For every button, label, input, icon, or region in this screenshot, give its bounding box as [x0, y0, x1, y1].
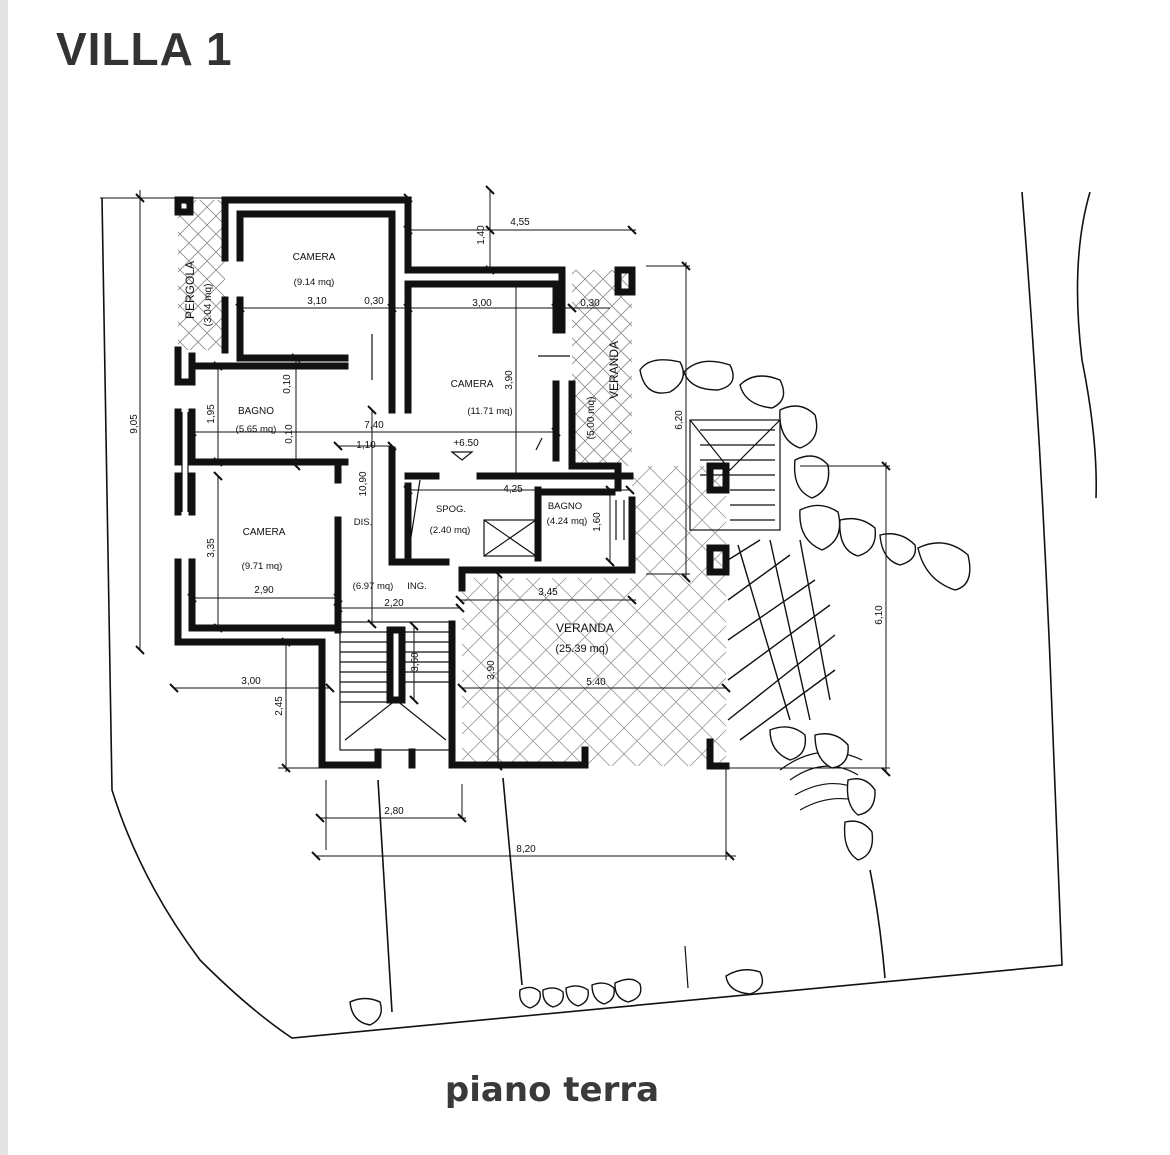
dim-label: 3,00 [241, 676, 261, 687]
room-name-veranda-main: VERANDA [556, 621, 614, 635]
hatched-areas [178, 200, 726, 766]
room-area-dis: (6.97 mq) [353, 581, 394, 592]
site-boundary [101, 191, 1098, 1039]
dimension-labels: 4,55 1,40 3,10 0,30 3,00 0,30 3,90 6,20 … [129, 217, 885, 855]
dim-label: 1,60 [592, 512, 603, 532]
dim-label: 6,10 [874, 605, 885, 625]
dim-label: 3,45 [538, 587, 558, 598]
room-area-veranda-side: (5.00 mq) [586, 397, 597, 440]
dim-label: 8,20 [516, 844, 536, 855]
dim-label: 0,30 [580, 298, 600, 309]
room-name-veranda-side: VERANDA [607, 341, 621, 399]
room-area-veranda-main: (25.39 mq) [555, 643, 608, 655]
room-name-dis: DIS. [354, 517, 372, 528]
room-area-camera-mid: (11.71 mq) [467, 406, 512, 417]
veranda-side-hatch [572, 270, 632, 466]
dim-label: 3,90 [486, 660, 497, 680]
dim-label: 4,25 [503, 484, 523, 495]
dim-label: 9,05 [129, 414, 140, 434]
dim-label: 4,55 [510, 217, 530, 228]
room-area-camera-bottom: (9.71 mq) [242, 561, 283, 572]
dim-label: 3,35 [206, 538, 217, 558]
dim-label: 2,45 [274, 696, 285, 716]
room-name-spog: SPOG. [436, 504, 466, 515]
dim-label: 2,20 [384, 598, 404, 609]
room-name-camera-mid: CAMERA [451, 379, 494, 390]
room-name-camera-bottom: CAMERA [243, 527, 286, 538]
dim-label: 7,40 [364, 420, 384, 431]
room-name-camera-top: CAMERA [293, 252, 336, 263]
page-title: VILLA 1 [56, 23, 233, 75]
dim-label: 2,90 [254, 585, 274, 596]
dim-label: 3,10 [307, 296, 327, 307]
room-name-bagno-left: BAGNO [238, 406, 274, 417]
room-area-bagno-left: (5.65 mq) [236, 424, 277, 435]
dim-label: 0,10 [282, 374, 293, 394]
dim-label: 1,95 [206, 404, 217, 424]
dim-label: 3,60 [410, 652, 421, 672]
dimension-ticks [135, 185, 891, 861]
dim-label: 0,10 [284, 424, 295, 444]
room-area-camera-top: (9.14 mq) [294, 277, 335, 288]
level-mark: +6.50 [453, 438, 479, 449]
dim-label: 3,90 [504, 370, 515, 390]
room-labels: CAMERA (9.14 mq) CAMERA (11.71 mq) CAMER… [183, 252, 621, 655]
dim-label: 1,40 [476, 225, 487, 245]
room-name-ing: ING. [407, 581, 427, 592]
garden-rocks [349, 359, 971, 1026]
veranda-main-hatch [462, 466, 726, 766]
dim-label: 6,20 [674, 410, 685, 430]
floor-caption: piano terra [444, 1070, 660, 1110]
pergola-beams [727, 539, 836, 741]
room-area-pergola: (3.04 mq) [203, 284, 214, 327]
dim-label: 1,10 [356, 440, 376, 451]
dim-label: 3,00 [472, 298, 492, 309]
dim-label: 2,80 [384, 806, 404, 817]
room-name-pergola: PERGOLA [183, 261, 197, 319]
page-left-border [0, 0, 8, 1155]
room-area-bagno-right: (4.24 mq) [547, 516, 588, 527]
inner-lines [181, 334, 625, 557]
pergola-hatch [178, 200, 225, 350]
room-area-spog: (2.40 mq) [430, 525, 471, 536]
walls [174, 196, 730, 770]
dim-label: 10,90 [358, 471, 369, 496]
dim-label: 5.40 [586, 677, 606, 688]
dim-label: 0,30 [364, 296, 384, 307]
room-name-bagno-right: BAGNO [548, 501, 582, 512]
